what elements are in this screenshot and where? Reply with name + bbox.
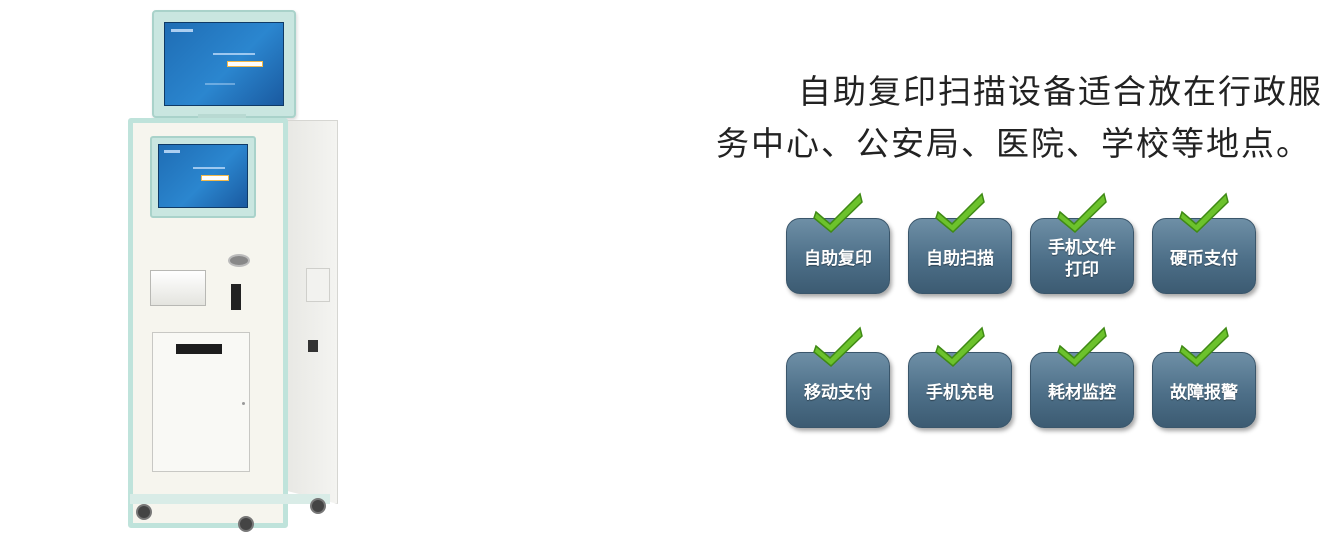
feature-label: 手机充电 (926, 383, 994, 403)
card-slot (231, 284, 241, 310)
touch-screen (150, 136, 256, 218)
feature-label: 手机文件打印 (1048, 238, 1116, 280)
monitor-stand (198, 114, 246, 120)
feature-label: 硬币支付 (1170, 249, 1238, 269)
feature-label: 自助扫描 (926, 249, 994, 269)
feature-tile: 手机充电 (908, 322, 1012, 428)
cabinet-door (152, 332, 250, 472)
caster-wheel (238, 516, 254, 532)
side-access-panel (306, 268, 330, 302)
paper-output-slot (176, 344, 222, 354)
checkmark-icon (1179, 192, 1229, 234)
checkmark-icon (1057, 192, 1107, 234)
top-monitor-screen (164, 22, 284, 106)
headline-line-1: 自助复印扫描设备适合放在行政服 (798, 72, 1323, 111)
feature-grid: 自助复印 自助扫描 手机文件打印 硬币支付 移动支付 手机充电 耗材监控 故障报… (786, 188, 1256, 460)
checkmark-icon (935, 326, 985, 368)
checkmark-icon (1179, 326, 1229, 368)
feature-label: 移动支付 (804, 383, 872, 403)
checkmark-icon (1057, 326, 1107, 368)
kiosk-illustration (110, 8, 360, 538)
caster-wheel (136, 504, 152, 520)
side-port (308, 340, 318, 352)
feature-tile: 自助复印 (786, 188, 890, 294)
feature-tile-box: 手机充电 (908, 352, 1012, 428)
feature-label: 自助复印 (804, 249, 872, 269)
checkmark-icon (813, 192, 863, 234)
feature-label: 故障报警 (1170, 383, 1238, 403)
coin-slot (228, 254, 250, 267)
checkmark-icon (813, 326, 863, 368)
headline-line-2: 务中心、公安局、医院、学校等地点。 (716, 124, 1311, 163)
caster-wheel (310, 498, 326, 514)
feature-tile: 硬币支付 (1152, 188, 1256, 294)
feature-tile: 故障报警 (1152, 322, 1256, 428)
feature-tile: 自助扫描 (908, 188, 1012, 294)
feature-tile-box: 耗材监控 (1030, 352, 1134, 428)
feature-tile-box: 移动支付 (786, 352, 890, 428)
touch-screen-display (158, 144, 248, 208)
feature-tile: 移动支付 (786, 322, 890, 428)
door-lock (242, 402, 245, 405)
checkmark-icon (935, 192, 985, 234)
feature-tile-box: 手机文件打印 (1030, 218, 1134, 294)
feature-tile-box: 硬币支付 (1152, 218, 1256, 294)
feature-tile-box: 自助扫描 (908, 218, 1012, 294)
cabinet-base (130, 494, 330, 504)
top-monitor (152, 10, 296, 118)
headline: 自助复印扫描设备适合放在行政服 务中心、公安局、医院、学校等地点。 (716, 66, 1326, 170)
feature-tile: 耗材监控 (1030, 322, 1134, 428)
feature-tile: 手机文件打印 (1030, 188, 1134, 294)
feature-label: 耗材监控 (1048, 383, 1116, 403)
scanner-window (150, 270, 206, 306)
